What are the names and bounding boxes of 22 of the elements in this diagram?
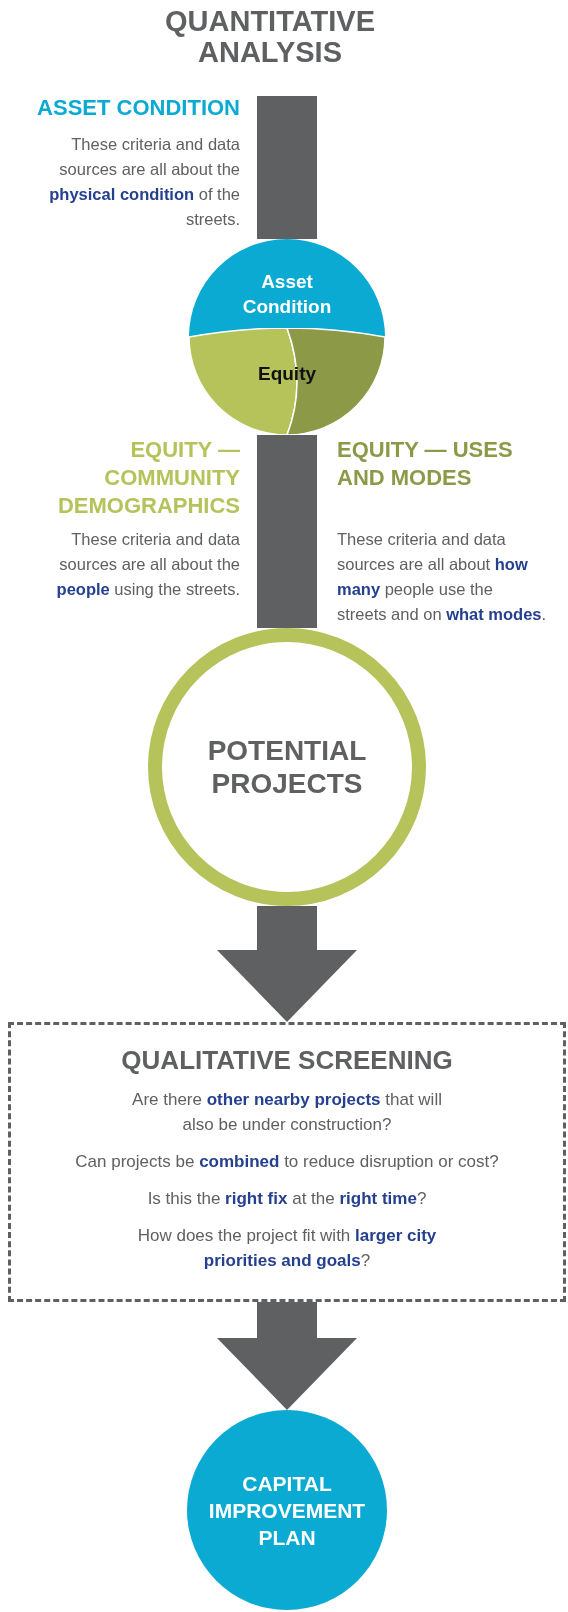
node-label: Asset Condition <box>241 270 333 319</box>
block-arrow <box>217 906 357 1022</box>
description-text: These criteria and data sources are all about the physical condition of the streets. <box>48 134 240 230</box>
description-text: These criteria and data sources are all about how many people use the streets and on what modes. <box>337 529 547 625</box>
node-label: CAPITAL IMPROVEMENT PLAN <box>207 1470 367 1551</box>
question-text: Is this the right fix at the right time? <box>147 1188 427 1210</box>
connector-band <box>257 435 317 628</box>
question-text: How does the project fit with larger city priorities and goals? <box>136 1225 438 1272</box>
description-text: These criteria and data sources are all about the people using the streets. <box>55 529 240 600</box>
semicircle-segment <box>189 328 385 435</box>
block-arrow <box>217 1302 357 1410</box>
section-heading: EQUITY — COMMUNITY DEMOGRAPHICS <box>56 436 240 520</box>
section-heading: EQUITY — USES AND MODES <box>337 436 514 492</box>
section-heading: ASSET CONDITION <box>36 94 240 122</box>
dashed-panel <box>8 1022 566 1302</box>
panel-heading: QUALITATIVE SCREENING <box>120 1045 454 1075</box>
connector-band <box>257 96 317 239</box>
node-label: POTENTIAL PROJECTS <box>206 734 368 800</box>
question-text: Can projects be combined to reduce disruption or cost? <box>75 1151 499 1173</box>
circle-segment <box>189 239 385 337</box>
diagram-title: QUANTITATIVE ANALYSIS <box>164 6 376 68</box>
question-text: Are there other nearby projects that will also be under construction? <box>131 1089 443 1136</box>
